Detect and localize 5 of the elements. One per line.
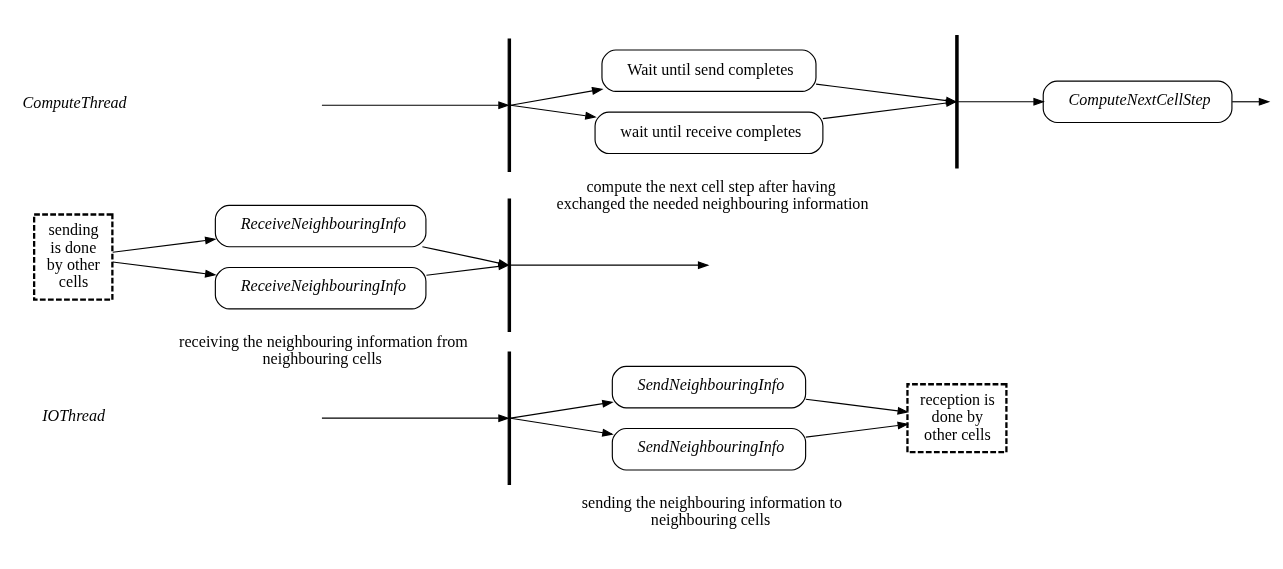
label: sending the neighbouring information to neighbouring cells (581, 493, 842, 528)
label: IOThread (42, 406, 106, 424)
label: ComputeThread (22, 93, 127, 111)
label: receiving the neighbouring information from neighbouring cells (179, 332, 468, 367)
label: compute the next cell step after having exchanged the needed neighbouring information (556, 177, 869, 212)
